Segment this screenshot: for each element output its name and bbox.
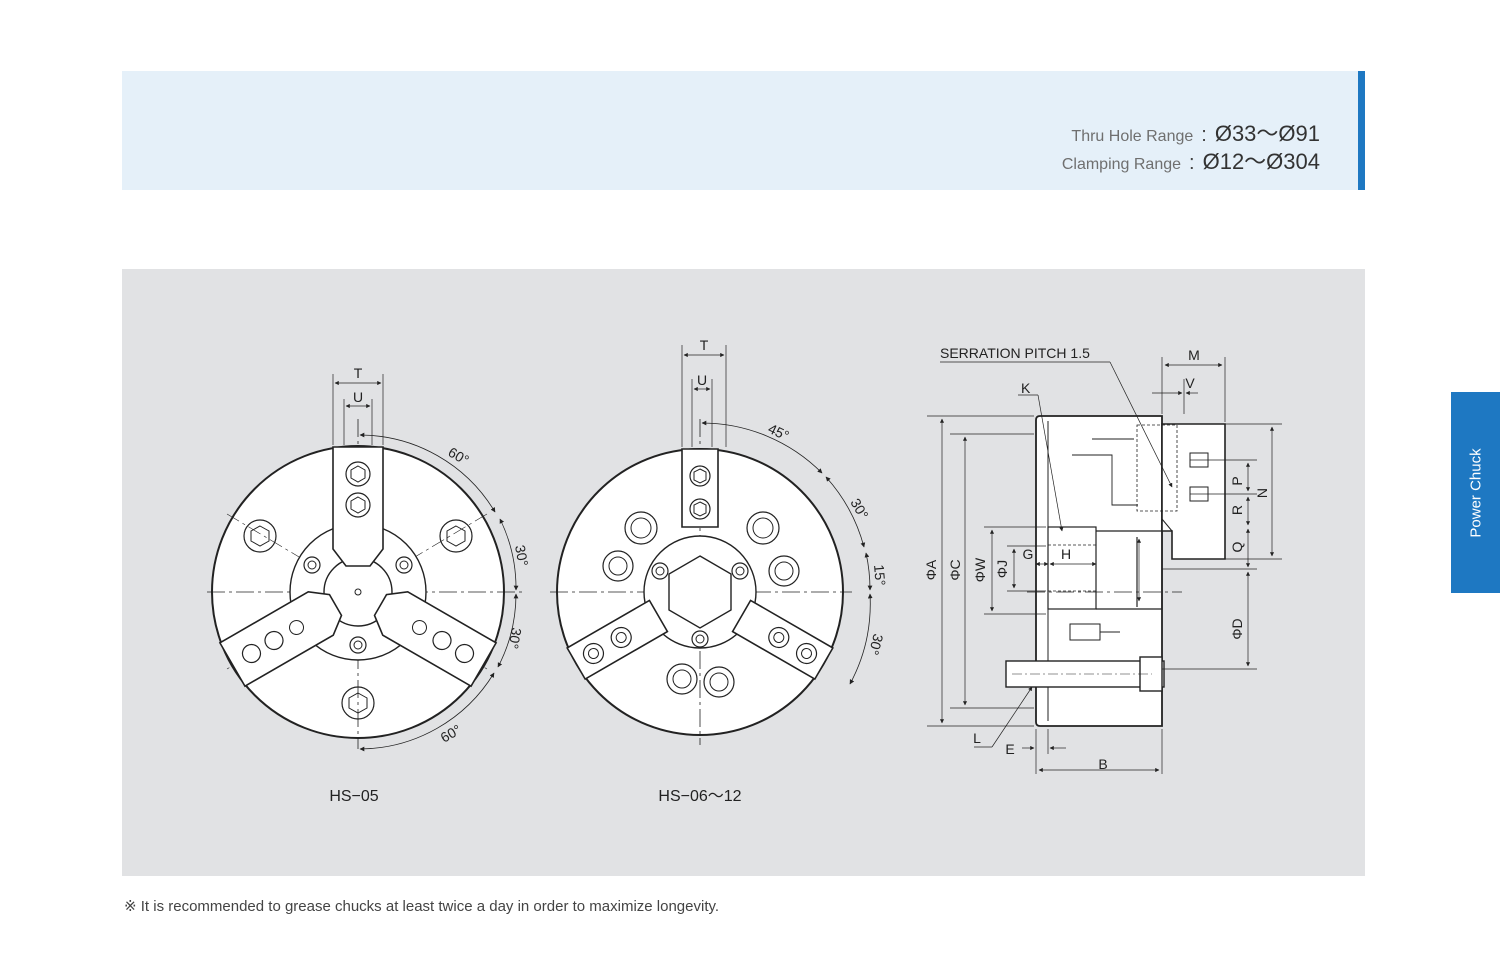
technical-drawings-svg: T U 60° 30° 30° 60° HS−05	[207, 337, 1282, 805]
dim-p: P	[1229, 476, 1245, 485]
dim-phi-d: ΦD	[1229, 618, 1245, 639]
dim-v: V	[1185, 375, 1195, 391]
thru-hole-range-label: Thru Hole Range	[1071, 128, 1194, 145]
hs06-caption: HS−06～12	[658, 788, 741, 805]
dim-r: R	[1229, 505, 1245, 515]
front-view-hs06-12	[550, 345, 873, 745]
side-section-tab[interactable]: Power Chuck	[1451, 392, 1500, 593]
dim-phi-w: ΦW	[972, 557, 988, 582]
dim-m: M	[1188, 347, 1200, 363]
side-tab-label: Power Chuck	[1467, 447, 1484, 538]
thru-hole-range-row: Thru Hole Range : Ø33～Ø91	[1071, 116, 1320, 148]
hs05-angle-30-b: 30°	[505, 626, 524, 650]
clamping-range-label: Clamping Range	[1061, 156, 1182, 173]
side-section-view	[927, 357, 1282, 774]
clamping-range-value: Ø12～Ø304	[1202, 149, 1320, 174]
technical-drawing-panel: T U 60° 30° 30° 60° HS−05	[122, 269, 1365, 876]
clamping-range-row: Clamping Range : Ø12～Ø304	[1062, 144, 1320, 176]
hs06-dim-t: T	[700, 337, 709, 353]
dim-g: G	[1023, 546, 1034, 562]
dim-phi-a: ΦA	[923, 559, 939, 580]
hs06-angle-45: 45°	[766, 420, 792, 443]
front-view-hs05	[207, 374, 522, 752]
hs05-caption: HS−05	[329, 788, 378, 805]
dim-h: H	[1061, 546, 1071, 562]
hs05-angle-60-bottom: 60°	[438, 721, 464, 745]
thru-hole-range-value: Ø33～Ø91	[1214, 121, 1320, 146]
hs05-angle-30-a: 30°	[512, 544, 531, 568]
hs06-angle-15: 15°	[871, 564, 889, 586]
dim-b: B	[1098, 756, 1107, 772]
dim-e: E	[1005, 741, 1014, 757]
dim-phi-j: ΦJ	[994, 560, 1010, 578]
hs05-angle-60-top: 60°	[446, 444, 472, 468]
dim-n: N	[1254, 488, 1270, 498]
dim-l: L	[973, 730, 981, 746]
spec-colon: :	[1189, 152, 1195, 174]
hs06-angle-30-b: 30°	[866, 632, 887, 657]
header-accent-bar	[1358, 71, 1365, 190]
dim-q: Q	[1229, 541, 1245, 552]
dim-k: K	[1021, 380, 1031, 396]
serration-pitch-label: SERRATION PITCH 1.5	[940, 345, 1090, 361]
hs06-angle-30-a: 30°	[847, 496, 871, 522]
grease-footnote: ※ It is recommended to grease chucks at …	[124, 898, 720, 915]
header-band	[122, 71, 1358, 190]
dim-phi-c: ΦC	[947, 559, 963, 580]
spec-colon: :	[1201, 124, 1207, 146]
hs05-dim-t: T	[354, 365, 363, 381]
hs05-dim-u: U	[353, 389, 363, 405]
hs06-dim-u: U	[697, 372, 707, 388]
